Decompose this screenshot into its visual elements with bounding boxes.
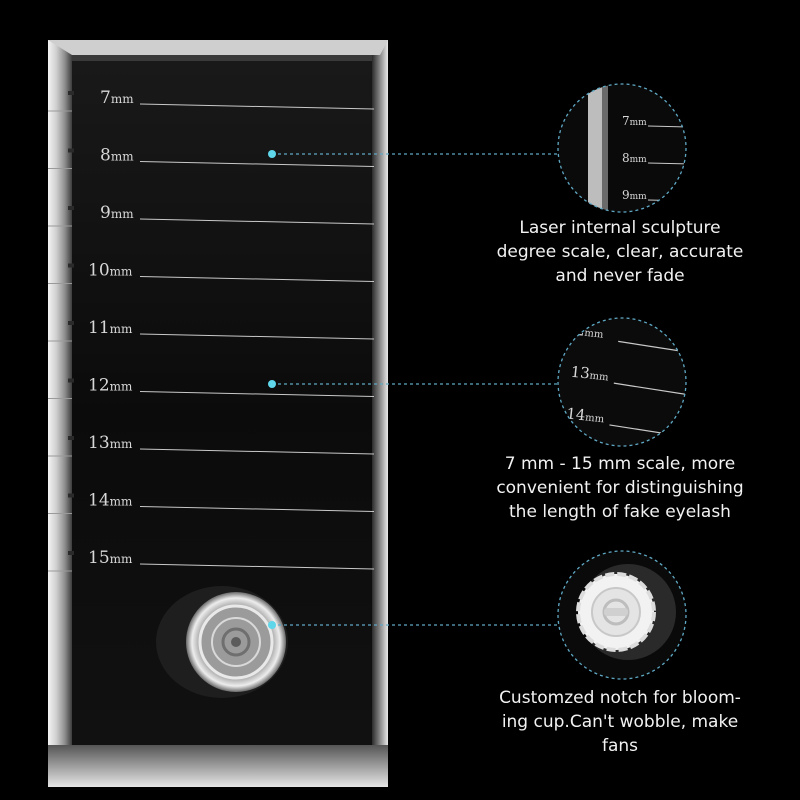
- caption-line: 7 mm - 15 mm scale, more: [504, 454, 736, 474]
- mark-number: 8: [100, 146, 111, 166]
- mark-unit: mm: [630, 155, 648, 165]
- caption-line: Laser internal sculpture: [519, 218, 721, 238]
- edge-notch: [68, 148, 74, 153]
- scale-line: [139, 161, 375, 167]
- mark-unit: mm: [585, 412, 606, 425]
- scale-label-13: 13mm: [88, 433, 133, 453]
- scale-label-9: 9mm: [100, 203, 134, 223]
- mark-unit: mm: [630, 192, 648, 202]
- pallet-top-edge: [48, 40, 388, 55]
- scale-line: [139, 333, 375, 340]
- mark-unit: mm: [110, 265, 133, 279]
- caption-line: ing cup.Can't wobble, make: [501, 712, 739, 732]
- mark-number: 13: [570, 363, 591, 383]
- edge-notch: [68, 91, 74, 95]
- mark-number: 13: [88, 433, 110, 453]
- caption-line: the length of fake eyelash: [509, 502, 731, 522]
- scale-line: [139, 276, 375, 282]
- mark-number: 9: [622, 188, 630, 202]
- mark-unit: mm: [584, 328, 605, 341]
- mark-number: 12: [88, 376, 110, 396]
- mark-unit: mm: [111, 150, 134, 164]
- edge-notch: [68, 436, 74, 440]
- pallet-inner-top: [72, 55, 372, 61]
- cup-ring: [211, 617, 261, 667]
- pallet-left-edge: [48, 40, 72, 785]
- scale-label-7: 7mm: [100, 88, 134, 108]
- scale-label-15: 15mm: [88, 548, 133, 568]
- mark-unit: mm: [589, 371, 610, 384]
- caption-scale-range: 7 mm - 15 mm scale, more convenient for …: [470, 452, 770, 524]
- caption-line: Customzed notch for bloom-: [499, 688, 741, 708]
- mark-unit: mm: [110, 552, 133, 566]
- cup-center: [231, 637, 241, 647]
- zoom-label-13: 13mm: [570, 363, 610, 385]
- edge-notch: [68, 321, 74, 325]
- zoom-label-7: 7mm: [622, 114, 647, 128]
- caption-line: and never fade: [555, 266, 685, 286]
- caption-line: degree scale, clear, accurate: [496, 242, 744, 262]
- blooming-cup: [156, 586, 288, 698]
- edge-notch: [68, 493, 74, 498]
- zoom-circle-cup: [557, 550, 687, 680]
- dot-1: [268, 150, 276, 158]
- mark-number: 14: [88, 491, 110, 511]
- cup-ring-small: [221, 627, 251, 657]
- mark-unit: mm: [111, 207, 134, 221]
- caption-laser-scale: Laser internal sculpture degree scale, c…: [470, 216, 770, 288]
- dot-2: [268, 380, 276, 388]
- scale-label-12: 12mm: [88, 376, 133, 396]
- mark-number: 10: [88, 261, 110, 281]
- mark-number: 9: [100, 203, 111, 223]
- scale-line: [139, 391, 375, 397]
- mark-number: 11: [88, 318, 110, 338]
- mark-number: 14: [565, 404, 586, 424]
- scale-line: [139, 563, 375, 570]
- caption-notch: Customzed notch for bloom- ing cup.Can't…: [470, 686, 770, 758]
- scale-line: [139, 103, 375, 110]
- mark-unit: mm: [111, 92, 134, 106]
- scale-label-11: 11mm: [88, 318, 133, 338]
- mark-unit: mm: [630, 118, 648, 128]
- pallet-right-edge: [372, 40, 388, 785]
- edge-notch: [68, 263, 74, 268]
- edge-notches: [48, 91, 74, 572]
- mark-number: 15: [88, 548, 110, 568]
- edge-notch: [68, 206, 74, 210]
- scale-label-8: 8mm: [100, 146, 134, 166]
- mark-number: 7: [100, 88, 111, 108]
- mark-unit: mm: [110, 437, 133, 451]
- caption-line: fans: [601, 736, 639, 756]
- scale-line: [139, 506, 375, 512]
- mark-number: 8: [622, 151, 630, 165]
- zoom-scale-line: [647, 162, 686, 165]
- zoom-label-14: 14mm: [565, 404, 605, 426]
- leader-lines: [268, 150, 558, 629]
- mark-unit: mm: [110, 495, 133, 509]
- edge-notch: [68, 378, 74, 383]
- scale-label-10: 10mm: [88, 261, 133, 281]
- mark-number: 7: [622, 114, 630, 128]
- zoom-label-8: 8mm: [622, 151, 647, 165]
- zoom-label-9: 9mm: [622, 188, 647, 202]
- pallet-bottom-edge: [48, 745, 388, 787]
- zoom-scale-line: [613, 382, 686, 397]
- mark-unit: mm: [110, 380, 133, 394]
- caption-line: convenient for distinguishing: [496, 478, 744, 498]
- scale-line: [139, 218, 375, 225]
- dot-3: [268, 621, 276, 629]
- edge-notch: [68, 551, 74, 555]
- mark-unit: mm: [110, 322, 133, 336]
- scale-line: [139, 448, 375, 455]
- scale-label-14: 14mm: [88, 491, 133, 511]
